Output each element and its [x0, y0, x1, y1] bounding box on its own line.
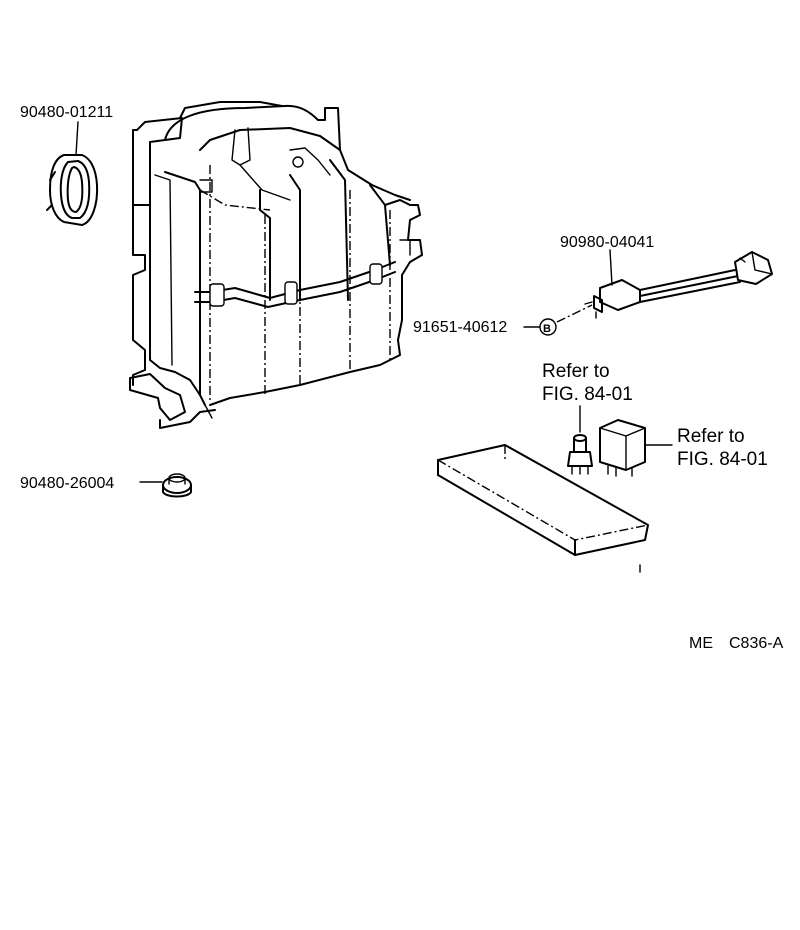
reference-b-line2: FIG. 84-01 — [677, 449, 768, 470]
leader-wire-harness — [609, 249, 613, 286]
screw-dashed-leader — [556, 304, 593, 323]
cover-case-icon — [437, 444, 649, 573]
part-number-grommet-small: 90480-26004 — [20, 475, 114, 492]
reference-a-line2: FIG. 84-01 — [542, 384, 633, 405]
part-number-screw: 91651-40612 — [413, 319, 507, 336]
leader-grommet-top — [75, 121, 79, 156]
reference-b-line1: Refer to — [677, 426, 745, 447]
screw-marker-circle — [539, 318, 557, 336]
grommet-small-icon — [162, 473, 192, 498]
sensor-icon — [567, 434, 593, 475]
grommet-top-icon — [46, 154, 99, 226]
reference-a-line1: Refer to — [542, 361, 610, 382]
diagram-code: C836-A — [729, 635, 784, 652]
part-number-wire-harness: 90980-04041 — [560, 234, 654, 251]
screw-marker-letter: B — [543, 323, 551, 335]
wire-harness-icon — [584, 251, 773, 319]
part-number-grommet-top: 90480-01211 — [20, 104, 113, 121]
diagram-code-prefix: ME — [689, 635, 713, 652]
relay-icon — [599, 419, 646, 477]
blower-unit-assembly — [129, 101, 423, 429]
